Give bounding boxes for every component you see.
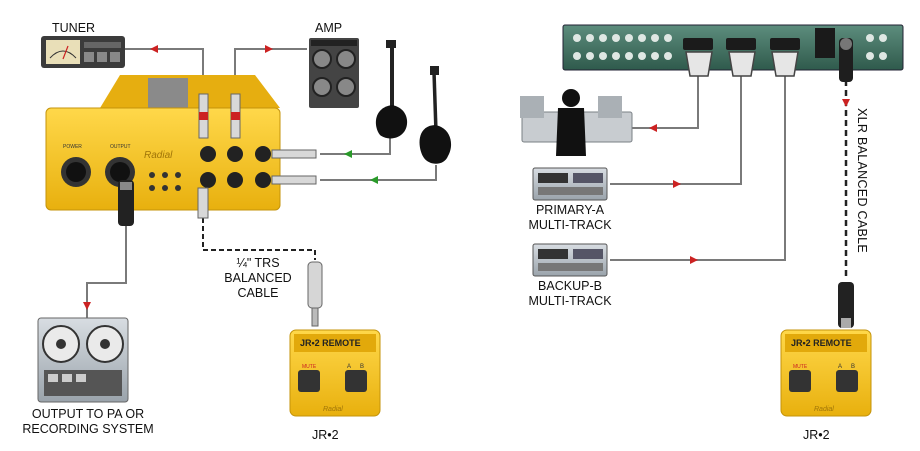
electric-guitar-icon — [419, 66, 452, 164]
primary-multitrack-label: PRIMARY-A MULTI-TRACK — [520, 203, 620, 233]
trs-cable-label-line3: CABLE — [237, 286, 279, 300]
backup-label-line2: MULTI-TRACK — [528, 294, 612, 308]
output-destination-label: OUTPUT TO PA OR RECORDING SYSTEM — [18, 407, 158, 437]
trs-dashed-cable — [202, 210, 316, 260]
xlr-connector-icon — [839, 38, 853, 82]
xlr-cable-label: XLR BALANCED CABLE — [855, 108, 869, 254]
xlr-connector-icon — [838, 282, 854, 328]
remote-title-right: JR•2 REMOTE — [791, 338, 852, 348]
pedal-a-right: A — [838, 364, 842, 370]
pedal-b-left: B — [360, 364, 364, 370]
xlr-connector-icon — [118, 180, 134, 226]
person-at-console-icon — [520, 89, 633, 156]
trs-cable-label-line1: ¼" TRS — [236, 256, 280, 270]
tuner-label: TUNER — [52, 21, 96, 35]
output-label-line2: RECORDING SYSTEM — [22, 422, 154, 436]
tuner-icon — [41, 36, 125, 68]
trs-cable-label: ¼" TRS BALANCED CABLE — [220, 256, 296, 301]
remote-title-left: JR•2 REMOTE — [300, 338, 361, 348]
multitrack-recorder-icon — [532, 167, 608, 201]
mute-label-right: MUTE — [793, 364, 808, 370]
power-label: POWER — [63, 144, 82, 150]
pedal-a-left: A — [347, 364, 351, 370]
trs-cable-label-line2: BALANCED — [224, 271, 292, 285]
backup-multitrack-label: BACKUP-B MULTI-TRACK — [520, 279, 620, 309]
jr2-right-label: JR•2 — [803, 428, 830, 442]
brand-logo-right: Radial — [814, 406, 834, 413]
jr2-left-label: JR•2 — [312, 428, 339, 442]
footswitch-icon: JR•2 REMOTE MUTE A B Radial — [780, 329, 872, 417]
output-label-line1: OUTPUT TO PA OR — [31, 407, 145, 421]
trs-plug — [307, 261, 323, 327]
patch-plugs — [197, 93, 317, 219]
amp-label: AMP — [315, 21, 343, 35]
brand-logo: Radial — [144, 150, 173, 161]
db25-connectors — [685, 51, 799, 77]
trs-jack-icon — [200, 146, 271, 188]
bass-guitar-icon — [375, 40, 408, 139]
mute-label-left: MUTE — [302, 364, 317, 370]
pedal-b-right: B — [851, 364, 855, 370]
left-arrows — [83, 45, 378, 310]
output-label: OUTPUT — [110, 144, 131, 150]
right-arrows — [649, 99, 850, 264]
rack-switcher-icon — [562, 24, 904, 71]
primary-label-line1: PRIMARY-A — [535, 203, 605, 217]
amp-icon — [309, 38, 359, 108]
backup-label-line1: BACKUP-B — [538, 279, 602, 293]
reel-to-reel-icon — [37, 317, 129, 403]
multitrack-recorder-icon — [532, 243, 608, 277]
primary-label-line2: MULTI-TRACK — [528, 218, 612, 232]
radial-switcher-box: POWER OUTPUT Radial — [45, 75, 281, 211]
footswitch-icon: JR•2 REMOTE MUTE A B Radial — [289, 329, 381, 417]
brand-logo-left: Radial — [323, 406, 343, 413]
right-cables — [610, 70, 786, 261]
